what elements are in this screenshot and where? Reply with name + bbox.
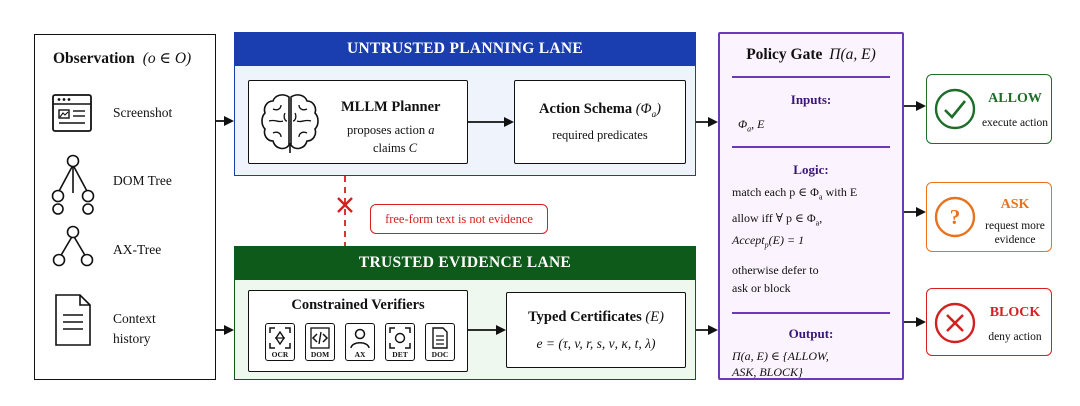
- gate-inputs-label: Inputs:: [790, 92, 832, 107]
- planning-lane-header: UNTRUSTED PLANNING LANE: [234, 32, 696, 66]
- person-icon: [350, 328, 370, 349]
- annotation-box: free-form text is not evidence: [370, 204, 548, 234]
- verifiers-box: Constrained Verifiers OCR DOM AX: [248, 290, 468, 372]
- dom-tile: DOM: [305, 323, 335, 361]
- gate-logic-line4: otherwise defer to: [732, 263, 819, 277]
- observation-item-context-history: Context history: [113, 311, 156, 346]
- action-schema-subtitle: required predicates: [552, 128, 648, 143]
- ocr-icon: [269, 327, 291, 349]
- gate-logic-line1: match each p ∈ Φa with E: [732, 185, 858, 202]
- certificates-box: Typed Certificates (E) e = (τ, v, r, s, …: [506, 292, 686, 368]
- x-circle-icon: [934, 302, 976, 344]
- dom-tree-icon: [51, 154, 95, 215]
- annotation-text: free-form text is not evidence: [385, 211, 533, 226]
- blocked-x-mark: [337, 197, 353, 213]
- check-circle-icon: [934, 88, 976, 130]
- ask-label: ASK: [1000, 197, 1030, 212]
- gate-divider-2: [732, 146, 890, 148]
- gate-inputs-value: Φa, E: [738, 117, 765, 134]
- doc-icon: [432, 327, 448, 349]
- observation-item-screenshot: Screenshot: [113, 105, 173, 120]
- brain-icon: [261, 94, 319, 153]
- gate-divider-3: [732, 312, 890, 314]
- observation-panel: Observation (o ∈ O) Screenshot: [34, 34, 216, 380]
- action-schema-box: Action Schema (Φa) required predicates: [514, 80, 686, 164]
- observation-item-ax-tree: AX-Tree: [113, 242, 162, 257]
- question-circle-icon: ?: [934, 196, 976, 238]
- block-label: BLOCK: [989, 305, 1041, 320]
- planner-line1: proposes action a: [347, 123, 435, 137]
- detection-icon: [389, 327, 411, 349]
- document-icon: [55, 294, 91, 346]
- gate-logic-line3: Acceptp(E) = 1: [732, 233, 805, 250]
- observation-item-dom-tree: DOM Tree: [113, 173, 172, 188]
- svg-text:?: ?: [950, 205, 961, 229]
- outcome-block: BLOCK deny action: [926, 288, 1052, 356]
- gate-output-line1: Π(a, E) ∈ {ALLOW,: [732, 349, 829, 363]
- policy-gate-panel: Policy Gate Π(a, E) Inputs: Φa, E Logic:…: [718, 32, 904, 380]
- ocr-tile: OCR: [265, 323, 295, 361]
- planner-title: MLLM Planner: [341, 99, 441, 115]
- verifiers-title: Constrained Verifiers: [291, 297, 425, 313]
- gate-logic-label: Logic:: [793, 162, 829, 177]
- det-tile: DET: [385, 323, 415, 361]
- gate-output-line2: ASK, BLOCK}: [732, 365, 803, 379]
- gate-divider-1: [732, 76, 890, 78]
- outcome-allow: ALLOW execute action: [926, 74, 1052, 144]
- screenshot-icon: [52, 94, 92, 132]
- policy-gate-title: Policy Gate Π(a, E): [746, 46, 876, 63]
- outcome-ask: ? ASK request more evidence: [926, 182, 1052, 252]
- allow-desc: execute action: [981, 117, 1049, 129]
- gate-logic-line2: allow iff ∀ p ∈ Φa,: [732, 211, 823, 228]
- gate-output-label: Output:: [788, 326, 834, 341]
- allow-label: ALLOW: [988, 91, 1042, 106]
- code-icon: [310, 327, 330, 349]
- ax-tile: AX: [345, 323, 375, 361]
- ask-desc: request more evidence: [985, 220, 1045, 246]
- mllm-planner-box: MLLM Planner proposes action a claims C: [248, 80, 468, 164]
- doc-tile: DOC: [425, 323, 455, 361]
- planner-line2: claims C: [373, 141, 418, 155]
- certificate-formula: e = (τ, v, r, s, ν, κ, t, λ): [536, 335, 656, 351]
- certificates-title: Typed Certificates (E): [528, 308, 664, 325]
- gate-logic-line5: ask or block: [732, 281, 791, 295]
- action-schema-title: Action Schema (Φa): [539, 100, 661, 119]
- observation-title: Observation (o ∈ O): [53, 50, 192, 67]
- ax-tree-icon: [52, 225, 94, 267]
- evidence-lane-header: TRUSTED EVIDENCE LANE: [234, 246, 696, 280]
- block-desc: deny action: [988, 331, 1042, 343]
